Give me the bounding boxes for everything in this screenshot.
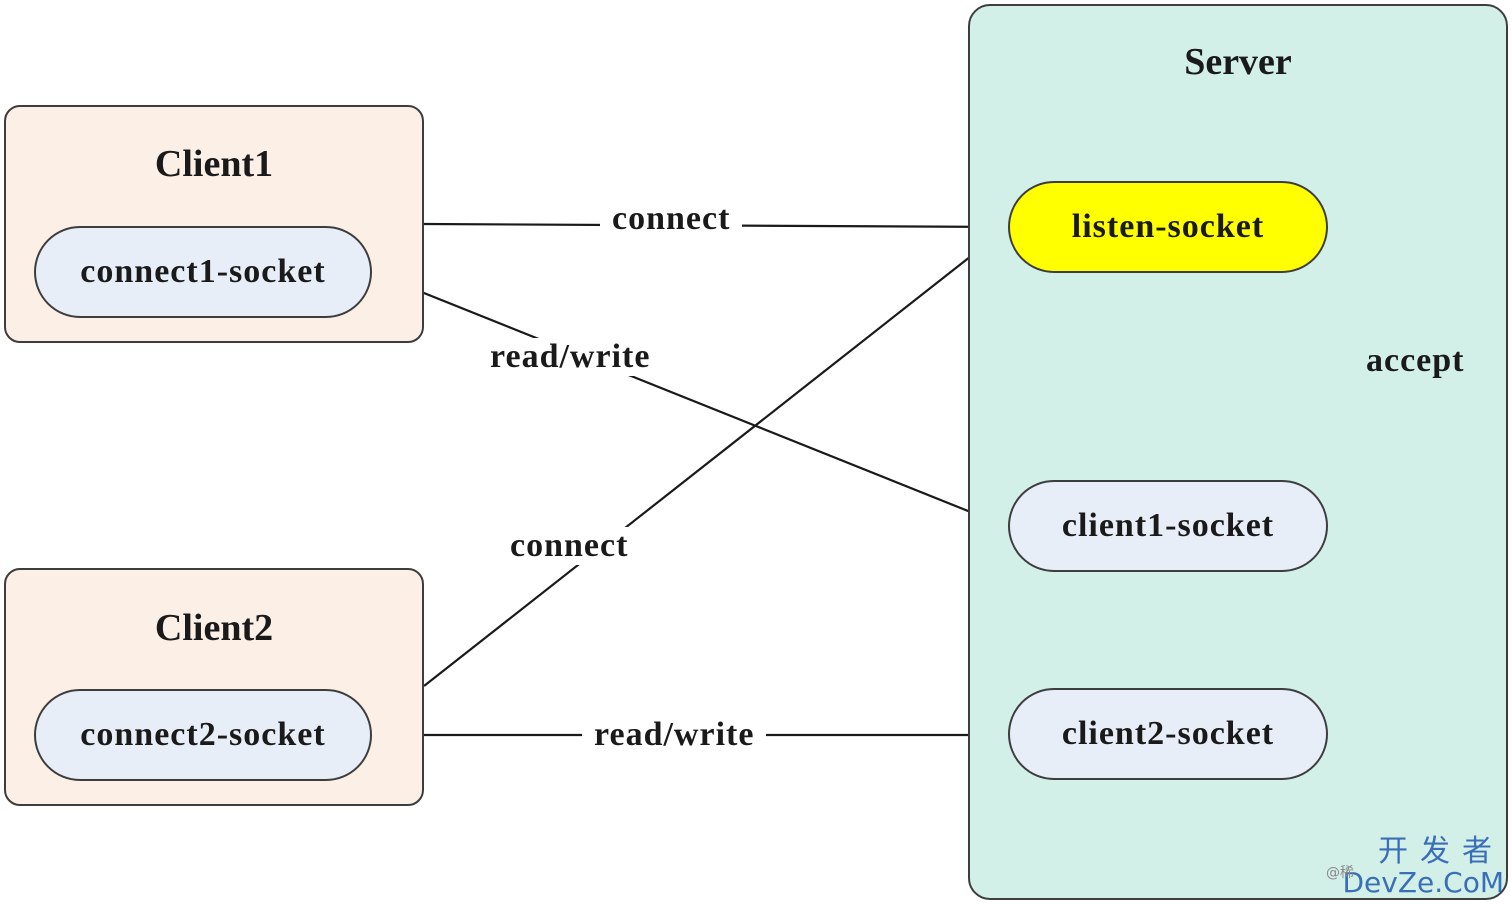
client1-title: Client1 bbox=[154, 143, 274, 185]
watermark-bottom: DevZe.CoM bbox=[1342, 866, 1504, 899]
client2-title: Client2 bbox=[154, 607, 274, 649]
client1-socket: client1-socket bbox=[1008, 480, 1328, 572]
connect-label-top: connect bbox=[600, 200, 743, 238]
client2-socket: client2-socket bbox=[1008, 688, 1328, 780]
read-write-label-cross: read/write bbox=[478, 338, 663, 376]
connect-line-client2 bbox=[423, 226, 1009, 687]
read-write-line-client1 bbox=[373, 271, 1009, 529]
accept-label: accept bbox=[1358, 338, 1473, 384]
listen-socket: listen-socket bbox=[1008, 181, 1328, 273]
connect1-socket: connect1-socket bbox=[34, 226, 372, 318]
watermark-logo: 开发者 DevZe.CoM bbox=[1342, 836, 1504, 898]
watermark-at: @稀 bbox=[1326, 865, 1354, 881]
connect2-socket: connect2-socket bbox=[34, 689, 372, 781]
connect-label-cross: connect bbox=[498, 527, 641, 565]
server-title: Server bbox=[1184, 41, 1292, 83]
watermark-top: 开发者 bbox=[1378, 834, 1504, 869]
read-write-label-bottom: read/write bbox=[582, 716, 767, 754]
